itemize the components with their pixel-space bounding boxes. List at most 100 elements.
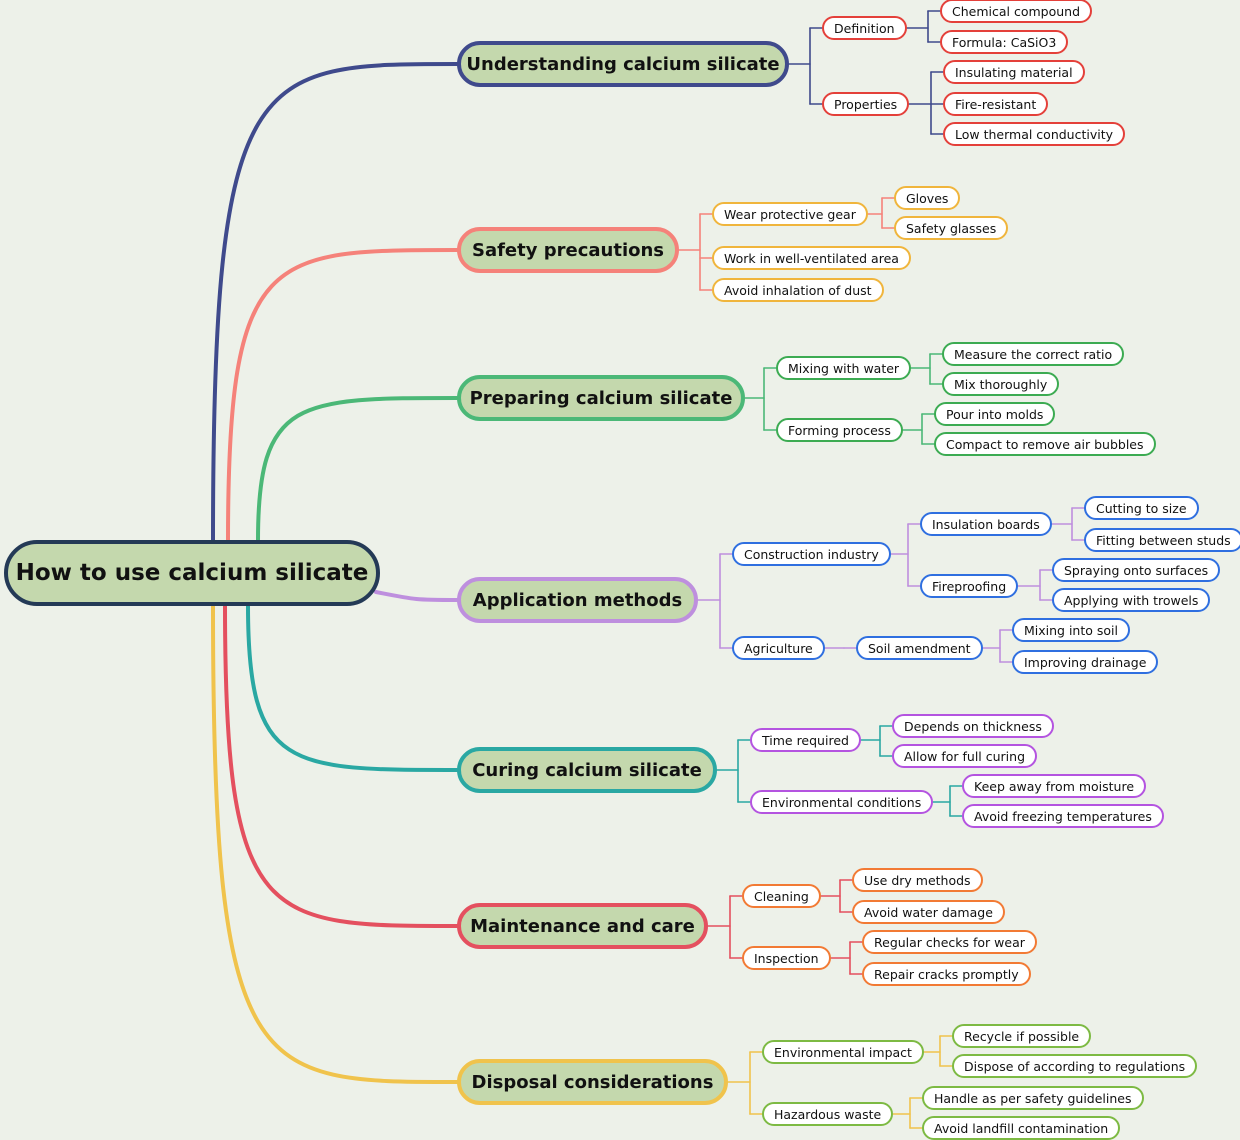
branch-application-methods-connector: [374, 590, 459, 602]
topic-inspection[interactable]: Inspection: [742, 946, 831, 970]
topic-cutting-to-size-label: Cutting to size: [1096, 500, 1187, 516]
topic-work-in-well-ventilated-area[interactable]: Work in well-ventilated area: [712, 246, 911, 270]
topic-insulation-boards[interactable]: Insulation boards: [920, 512, 1052, 536]
topic-agriculture[interactable]: Agriculture: [732, 636, 825, 660]
branch-safety-precautions-connector: [226, 248, 459, 542]
topic-wear-protective-gear-label: Wear protective gear: [724, 206, 856, 222]
topic-repair-cracks-promptly-label: Repair cracks promptly: [874, 966, 1019, 982]
topic-keep-away-from-moisture[interactable]: Keep away from moisture: [962, 774, 1147, 798]
topic-dispose-of-according-to-regulations[interactable]: Dispose of according to regulations: [952, 1054, 1198, 1078]
topic-spraying-onto-surfaces[interactable]: Spraying onto surfaces: [1052, 558, 1221, 582]
topic-handle-as-per-safety-guidelines[interactable]: Handle as per safety guidelines: [922, 1086, 1144, 1110]
topic-fire-resistant[interactable]: Fire-resistant: [943, 92, 1049, 116]
topic-gloves-label: Gloves: [906, 190, 949, 206]
topic-applying-with-trowels-label: Applying with trowels: [1064, 592, 1199, 608]
topic-avoid-inhalation-of-dust[interactable]: Avoid inhalation of dust: [712, 278, 884, 302]
topic-mix-thoroughly-label: Mix thoroughly: [954, 376, 1048, 392]
topic-chemical-compound[interactable]: Chemical compound: [940, 0, 1093, 23]
branch-disposal-considerations-connector: [211, 604, 459, 1084]
topic-avoid-landfill-contamination[interactable]: Avoid landfill contamination: [922, 1116, 1121, 1140]
branch-understanding-calcium-silicate[interactable]: Understanding calcium silicate: [457, 41, 789, 87]
topic-construction-industry[interactable]: Construction industry: [732, 542, 891, 566]
topic-environmental-conditions[interactable]: Environmental conditions: [750, 790, 934, 814]
topic-depends-on-thickness[interactable]: Depends on thickness: [892, 714, 1054, 738]
root-node-label: How to use calcium silicate: [15, 560, 369, 586]
branch-curing-calcium-silicate-connector: [246, 604, 459, 772]
topic-environmental-conditions-label: Environmental conditions: [762, 794, 922, 810]
topic-hazardous-waste[interactable]: Hazardous waste: [762, 1102, 894, 1126]
topic-allow-for-full-curing-label: Allow for full curing: [904, 748, 1026, 764]
topic-hazardous-waste-label: Hazardous waste: [774, 1106, 882, 1122]
topic-time-required-label: Time required: [762, 732, 849, 748]
topic-fitting-between-studs[interactable]: Fitting between studs: [1084, 528, 1240, 552]
topic-compact-to-remove-air-bubbles[interactable]: Compact to remove air bubbles: [934, 432, 1156, 456]
topic-definition[interactable]: Definition: [822, 16, 907, 40]
topic-allow-for-full-curing[interactable]: Allow for full curing: [892, 744, 1038, 768]
topic-environmental-impact[interactable]: Environmental impact: [762, 1040, 924, 1064]
topic-soil-amendment-label: Soil amendment: [868, 640, 971, 656]
topic-mix-thoroughly[interactable]: Mix thoroughly: [942, 372, 1060, 396]
topic-mixing-into-soil-label: Mixing into soil: [1024, 622, 1118, 638]
branch-safety-precautions[interactable]: Safety precautions: [457, 227, 679, 273]
topic-forming-process[interactable]: Forming process: [776, 418, 903, 442]
topic-use-dry-methods[interactable]: Use dry methods: [852, 868, 983, 892]
topic-cleaning-label: Cleaning: [754, 888, 809, 904]
topic-regular-checks-for-wear[interactable]: Regular checks for wear: [862, 930, 1037, 954]
branch-maintenance-and-care[interactable]: Maintenance and care: [457, 903, 708, 949]
topic-soil-amendment[interactable]: Soil amendment: [856, 636, 983, 660]
branch-disposal-considerations-label: Disposal considerations: [471, 1071, 714, 1093]
topic-avoid-freezing-temperatures-label: Avoid freezing temperatures: [974, 808, 1152, 824]
branch-preparing-calcium-silicate[interactable]: Preparing calcium silicate: [457, 375, 745, 421]
topic-mixing-with-water[interactable]: Mixing with water: [776, 356, 912, 380]
topic-safety-glasses[interactable]: Safety glasses: [894, 216, 1009, 240]
topic-formula-casio3-label: Formula: CaSiO3: [952, 34, 1057, 50]
topic-avoid-freezing-temperatures[interactable]: Avoid freezing temperatures: [962, 804, 1164, 828]
topic-avoid-water-damage[interactable]: Avoid water damage: [852, 900, 1005, 924]
topic-wear-protective-gear[interactable]: Wear protective gear: [712, 202, 868, 226]
topic-time-required[interactable]: Time required: [750, 728, 861, 752]
topic-cleaning[interactable]: Cleaning: [742, 884, 821, 908]
topic-dispose-of-according-to-regulations-label: Dispose of according to regulations: [964, 1058, 1186, 1074]
topic-measure-the-correct-ratio[interactable]: Measure the correct ratio: [942, 342, 1125, 366]
branch-application-methods[interactable]: Application methods: [457, 577, 698, 623]
topic-insulating-material[interactable]: Insulating material: [943, 60, 1085, 84]
branch-disposal-considerations[interactable]: Disposal considerations: [457, 1059, 728, 1105]
topic-work-in-well-ventilated-area-label: Work in well-ventilated area: [724, 250, 899, 266]
topic-pour-into-molds[interactable]: Pour into molds: [934, 402, 1056, 426]
topic-cutting-to-size[interactable]: Cutting to size: [1084, 496, 1199, 520]
topic-forming-process-label: Forming process: [788, 422, 891, 438]
root-node[interactable]: How to use calcium silicate: [4, 540, 380, 606]
topic-mixing-into-soil[interactable]: Mixing into soil: [1012, 618, 1130, 642]
branch-preparing-calcium-silicate-label: Preparing calcium silicate: [469, 387, 733, 409]
topic-properties[interactable]: Properties: [822, 92, 910, 116]
topic-depends-on-thickness-label: Depends on thickness: [904, 718, 1042, 734]
topic-improving-drainage-label: Improving drainage: [1024, 654, 1147, 670]
branch-maintenance-and-care-label: Maintenance and care: [470, 915, 695, 937]
topic-recycle-if-possible[interactable]: Recycle if possible: [952, 1024, 1092, 1048]
topic-agriculture-label: Agriculture: [744, 640, 813, 656]
topic-keep-away-from-moisture-label: Keep away from moisture: [974, 778, 1135, 794]
topic-measure-the-correct-ratio-label: Measure the correct ratio: [954, 346, 1113, 362]
topic-regular-checks-for-wear-label: Regular checks for wear: [874, 934, 1025, 950]
topic-mixing-with-water-label: Mixing with water: [788, 360, 900, 376]
topic-low-thermal-conductivity[interactable]: Low thermal conductivity: [943, 122, 1126, 146]
topic-formula-casio3[interactable]: Formula: CaSiO3: [940, 30, 1069, 54]
topic-applying-with-trowels[interactable]: Applying with trowels: [1052, 588, 1211, 612]
topic-repair-cracks-promptly[interactable]: Repair cracks promptly: [862, 962, 1031, 986]
topic-construction-industry-label: Construction industry: [744, 546, 879, 562]
branch-understanding-calcium-silicate-connector: [211, 62, 459, 542]
branch-safety-precautions-label: Safety precautions: [471, 239, 665, 261]
topic-spraying-onto-surfaces-label: Spraying onto surfaces: [1064, 562, 1209, 578]
topic-low-thermal-conductivity-label: Low thermal conductivity: [955, 126, 1114, 142]
branch-curing-calcium-silicate[interactable]: Curing calcium silicate: [457, 747, 717, 793]
topic-properties-label: Properties: [834, 96, 898, 112]
topic-gloves[interactable]: Gloves: [894, 186, 961, 210]
topic-avoid-landfill-contamination-label: Avoid landfill contamination: [934, 1120, 1109, 1136]
topic-insulation-boards-label: Insulation boards: [932, 516, 1040, 532]
topic-environmental-impact-label: Environmental impact: [774, 1044, 912, 1060]
topic-fireproofing[interactable]: Fireproofing: [920, 574, 1019, 598]
topic-improving-drainage[interactable]: Improving drainage: [1012, 650, 1159, 674]
branch-curing-calcium-silicate-label: Curing calcium silicate: [472, 759, 702, 781]
